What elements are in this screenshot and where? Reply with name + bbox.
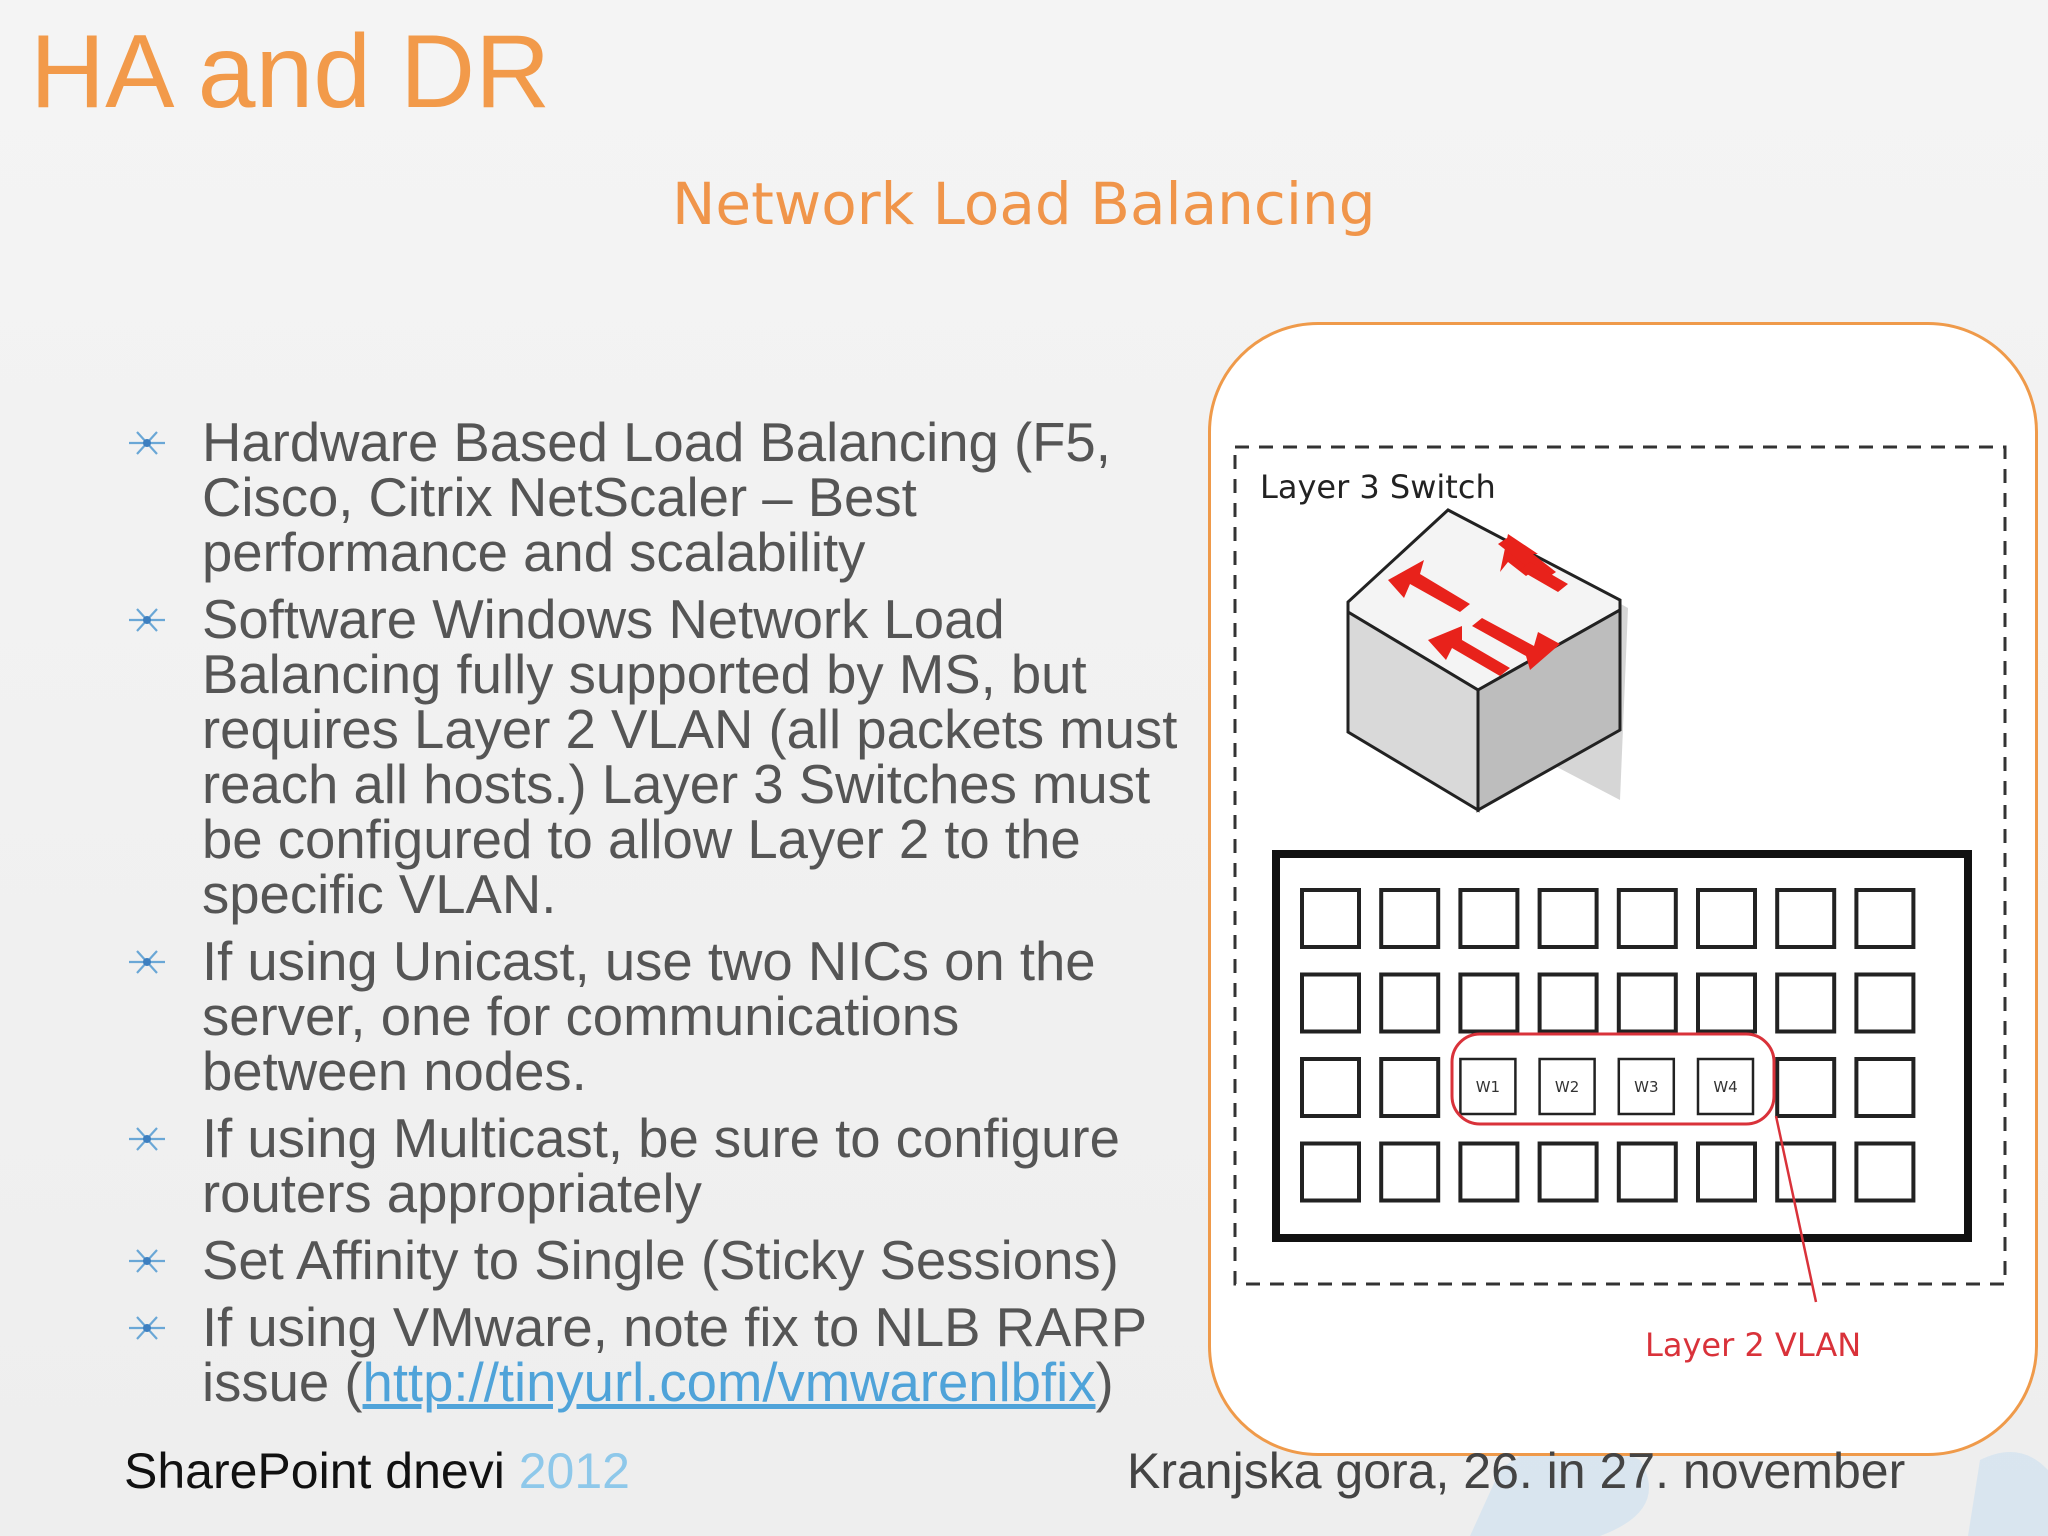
snowflake-bullet-icon — [129, 431, 165, 455]
grid-slot — [1537, 888, 1599, 949]
slide-title: HA and DR — [30, 14, 551, 130]
grid-slot — [1537, 1141, 1599, 1203]
web-server-label: W4 — [1713, 1078, 1737, 1096]
vlan-group-outline — [1450, 1032, 1776, 1126]
bullet-text: Hardware Based Load Balancing (F5, Cisco… — [202, 412, 1111, 583]
slide-subtitle: Network Load Balancing — [672, 170, 1376, 238]
bullet-item: Software Windows Network Load Balancing … — [120, 592, 1180, 922]
vlan-label: Layer 2 VLAN — [1645, 1326, 1861, 1364]
grid-slot — [1379, 888, 1441, 949]
footer-year: 2012 — [518, 1443, 630, 1499]
layer3-boundary — [1233, 445, 2007, 1286]
grid-slot — [1696, 888, 1757, 949]
grid-slot — [1300, 1057, 1361, 1118]
footer-event-name: SharePoint dnevi — [124, 1443, 505, 1499]
grid-slot — [1379, 1141, 1441, 1203]
grid-slot — [1379, 1057, 1441, 1118]
snowflake-bullet-icon — [129, 950, 165, 974]
grid-slot — [1458, 972, 1520, 1034]
grid-slot — [1775, 972, 1837, 1034]
grid-slot — [1854, 1057, 1916, 1118]
web-server-box — [1538, 1057, 1596, 1116]
switch-icon — [1346, 508, 1628, 813]
bullet-item: If using Unicast, use two NICs on the se… — [120, 934, 1180, 1099]
bullet-text: Set Affinity to Single (Sticky Sessions) — [202, 1230, 1119, 1291]
grid-slot — [1300, 888, 1361, 949]
bullet-list: Hardware Based Load Balancing (F5, Cisco… — [120, 415, 1180, 1422]
bullet-item: If using VMware, note fix to NLB RARP is… — [120, 1300, 1180, 1410]
bullet-text: If using Unicast, use two NICs on the se… — [202, 931, 1096, 1102]
grid-slot — [1696, 972, 1757, 1034]
snowflake-bullet-icon — [129, 1249, 165, 1273]
web-server-label: W3 — [1634, 1078, 1658, 1096]
web-server-box — [1617, 1057, 1676, 1116]
web-server-label: W2 — [1555, 1078, 1579, 1096]
server-grid: W1 W2 W3 W4 — [1300, 888, 1916, 1203]
web-server-box — [1696, 1057, 1755, 1116]
bullet-item: If using Multicast, be sure to configure… — [120, 1111, 1180, 1221]
vmware-fix-link[interactable]: http://tinyurl.com/vmwarenlbfix — [362, 1352, 1096, 1413]
grid-slot — [1300, 972, 1361, 1034]
snowflake-bullet-icon — [129, 608, 165, 632]
grid-slot — [1458, 1141, 1520, 1203]
snowflake-bullet-icon — [129, 1127, 165, 1151]
grid-slot — [1458, 888, 1520, 949]
vlan-callout-line — [1774, 1115, 1818, 1303]
grid-slot — [1537, 972, 1599, 1034]
grid-slot — [1854, 888, 1916, 949]
bullet-item: Set Affinity to Single (Sticky Sessions) — [120, 1233, 1180, 1288]
network-diagram: Layer 3 Switch W1 W2 W3 W4 Layer 2 VLAN — [1233, 445, 2007, 1364]
grid-slot — [1775, 888, 1837, 949]
snowflake-bullet-icon — [129, 1316, 165, 1340]
bullet-text-end: ) — [1095, 1352, 1114, 1413]
grid-slot — [1775, 1141, 1837, 1203]
bullet-item: Hardware Based Load Balancing (F5, Cisco… — [120, 415, 1180, 580]
grid-slot — [1616, 972, 1678, 1034]
grid-slot — [1379, 972, 1441, 1034]
grid-slot — [1616, 1141, 1678, 1203]
grid-slot — [1854, 1141, 1916, 1203]
grid-slot — [1775, 1057, 1837, 1118]
footer-location: Kranjska gora, 26. in 27. november — [1127, 1443, 1906, 1499]
bullet-text: Software Windows Network Load Balancing … — [202, 589, 1178, 925]
grid-slot — [1696, 1141, 1757, 1203]
web-server-label: W1 — [1476, 1078, 1500, 1096]
web-server-box — [1459, 1057, 1517, 1116]
bullet-text: If using Multicast, be sure to configure… — [202, 1108, 1120, 1224]
grid-slot — [1616, 888, 1678, 949]
bullet-text: If using VMware, note fix to NLB RARP is… — [202, 1297, 1147, 1413]
footer-event: SharePoint dnevi 2012 — [124, 1442, 630, 1500]
grid-slot — [1300, 1141, 1361, 1203]
grid-slot — [1854, 972, 1916, 1034]
switch-label: Layer 3 Switch — [1260, 468, 1496, 506]
